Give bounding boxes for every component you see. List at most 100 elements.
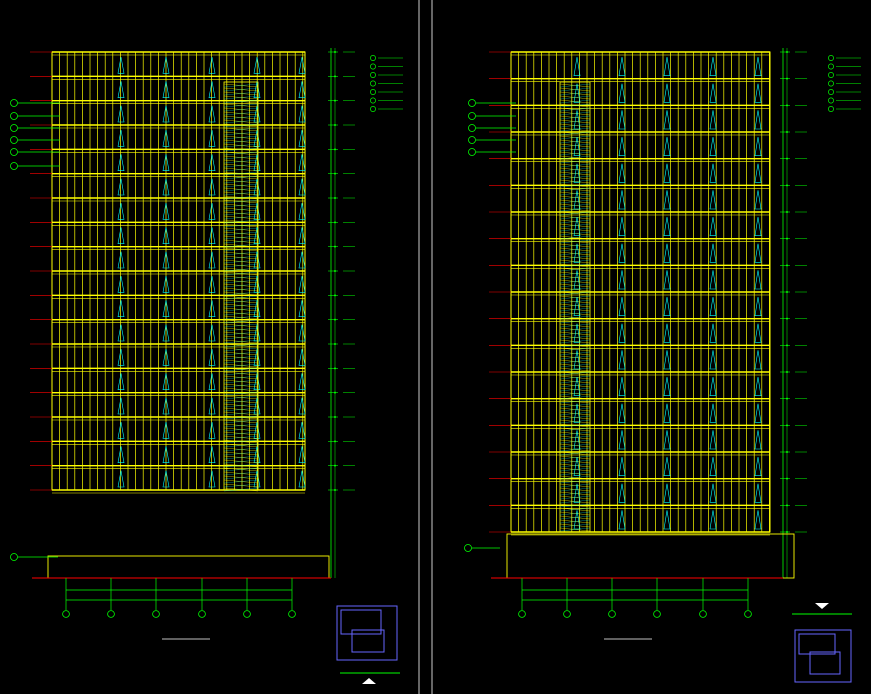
core-hatch — [223, 159, 259, 164]
core-hatch — [559, 271, 591, 276]
window-glazing — [754, 323, 762, 343]
core-hatch — [223, 487, 259, 492]
core-hatch — [559, 123, 591, 128]
core-hatch — [559, 219, 591, 224]
window-glazing — [298, 324, 306, 342]
callout-bubble — [10, 99, 18, 107]
window-glazing — [618, 136, 626, 156]
dimension-dot — [786, 424, 788, 427]
dimension-dot — [786, 477, 788, 480]
window-glazing — [298, 105, 306, 123]
window-glazing — [663, 56, 671, 76]
core-hatch — [223, 307, 259, 312]
window-glazing — [754, 430, 762, 450]
window-glazing — [618, 403, 626, 423]
core-hatch — [223, 475, 259, 480]
core-hatch — [223, 403, 259, 408]
core-hatch — [559, 263, 591, 268]
dimension-dot — [786, 264, 788, 267]
core-hatch — [559, 471, 591, 476]
dimension-dot — [334, 99, 336, 102]
core-hatch — [559, 255, 591, 260]
legend-bubble — [828, 63, 834, 70]
dimension-dot — [334, 416, 336, 418]
window-glazing — [253, 348, 261, 366]
callout-bubble — [10, 553, 18, 561]
window-glazing — [709, 403, 717, 423]
window-glazing — [754, 163, 762, 183]
core-hatch — [559, 183, 591, 188]
window-glazing — [618, 110, 626, 130]
core-hatch — [223, 255, 259, 260]
window-glazing — [709, 350, 717, 370]
window-glazing — [618, 216, 626, 236]
window-glazing — [573, 243, 581, 263]
core-hatch — [223, 367, 259, 372]
core-hatch — [223, 171, 259, 176]
window-glazing — [709, 376, 717, 396]
core-hatch — [559, 135, 591, 140]
window-glazing — [573, 296, 581, 316]
window-glazing — [709, 296, 717, 316]
core-hatch — [223, 343, 259, 348]
window-glazing — [573, 323, 581, 343]
window-glazing — [253, 397, 261, 415]
callout-bubble — [10, 162, 18, 170]
core-hatch — [223, 459, 259, 464]
dimension-dot — [786, 211, 788, 213]
dimension-dot — [786, 451, 788, 453]
core-hatch — [559, 331, 591, 336]
core-hatch — [559, 451, 591, 456]
window-glazing — [208, 251, 216, 269]
window-glazing — [253, 421, 261, 439]
legend-bubble — [828, 72, 834, 78]
window-glazing — [618, 243, 626, 263]
core-hatch — [559, 91, 591, 96]
core-hatch — [559, 439, 591, 444]
window-glazing — [573, 483, 581, 503]
core-hatch — [559, 203, 591, 208]
core-hatch — [223, 123, 259, 128]
core-hatch — [223, 435, 259, 440]
left-north-arrow-icon — [362, 678, 376, 684]
core-hatch — [223, 167, 259, 172]
core-hatch — [559, 447, 591, 452]
core-hatch — [559, 207, 591, 212]
core-hatch — [559, 427, 591, 432]
core-hatch — [223, 203, 259, 208]
dimension-dot — [334, 245, 336, 248]
grid-bubble — [699, 610, 707, 618]
core-hatch — [223, 399, 259, 404]
window-glazing — [663, 376, 671, 396]
dimension-dot — [786, 184, 788, 187]
core-hatch — [559, 251, 591, 256]
core-hatch — [559, 143, 591, 148]
window-glazing — [618, 296, 626, 316]
dimension-dot — [786, 344, 788, 347]
right-key-plan — [792, 603, 852, 683]
window-glazing — [162, 56, 170, 74]
window-glazing — [663, 243, 671, 263]
core-hatch — [223, 319, 259, 324]
dimension-dot — [334, 294, 336, 297]
window-glazing — [754, 483, 762, 503]
dimension-dot — [786, 317, 788, 320]
core-hatch — [223, 83, 259, 88]
core-hatch — [559, 503, 591, 508]
core-hatch — [223, 415, 259, 420]
window-glazing — [117, 421, 125, 439]
core-hatch — [223, 99, 259, 104]
core-hatch — [223, 371, 259, 376]
dimension-dot — [334, 343, 336, 345]
window-glazing — [573, 403, 581, 423]
core-hatch — [223, 455, 259, 460]
left-key-plan — [336, 605, 400, 684]
window-glazing — [117, 446, 125, 463]
window-glazing — [117, 56, 125, 74]
callout-bubble — [10, 112, 18, 120]
window-glazing — [618, 270, 626, 290]
core-hatch — [559, 287, 591, 292]
window-glazing — [208, 324, 216, 342]
core-hatch — [559, 467, 591, 472]
core-hatch — [223, 271, 259, 276]
